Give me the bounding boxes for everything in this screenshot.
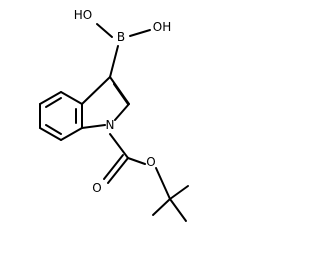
boron-atom-label: B (117, 30, 125, 44)
boc-group (103, 133, 189, 222)
benzene-ring (39, 91, 83, 141)
nitrogen-atom-label: N (106, 118, 115, 132)
hydroxyl-right-label: OH (153, 20, 171, 34)
carbonyl-oxygen-label: O (92, 181, 101, 195)
hydroxyl-left-label: HO (74, 8, 92, 22)
boronic-acid-group (96, 23, 151, 78)
pyrrole-ring (81, 76, 130, 129)
ester-oxygen-label: O (146, 155, 155, 169)
structural-formula: B HO OH N O O (39, 8, 189, 222)
